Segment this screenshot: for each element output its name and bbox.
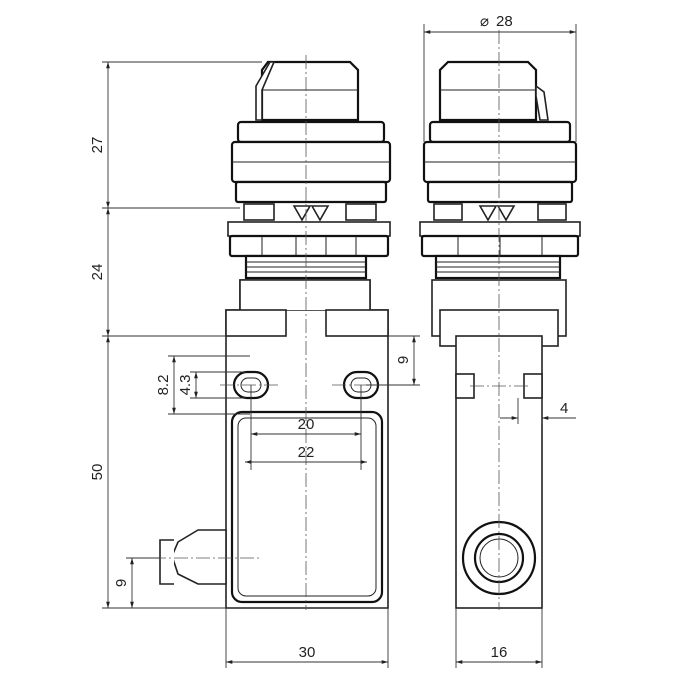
dim-label-diameter: 28: [496, 13, 513, 30]
front-actuator-knob: [255, 60, 360, 122]
front-head-collar: [230, 120, 392, 204]
dim-label-30: 30: [299, 644, 316, 661]
dim-label-27: 27: [89, 137, 106, 154]
dim-label-24: 24: [89, 264, 106, 281]
diameter-symbol: ⌀: [480, 13, 489, 30]
side-view: [419, 30, 581, 610]
dim-label-50: 50: [89, 464, 106, 481]
side-nut: [419, 221, 581, 258]
dim-label-9-cable: 9: [113, 579, 130, 587]
side-head-collar: [422, 120, 578, 204]
side-clips: [433, 203, 567, 222]
dim-label-4: 4: [560, 400, 568, 417]
dimension-lines: [102, 24, 577, 668]
front-nut: [227, 221, 391, 258]
front-view: [130, 55, 392, 610]
dim-label-8-2: 8.2: [155, 375, 172, 396]
dim-label-9-hole: 9: [395, 356, 412, 364]
dim-label-16: 16: [491, 644, 508, 661]
side-thread: [434, 254, 562, 280]
dim-label-22: 22: [298, 444, 315, 461]
dim-label-4-3: 4.3: [177, 375, 194, 396]
front-cable-gland: [159, 529, 227, 585]
front-clips: [243, 203, 377, 222]
side-actuator-knob: [438, 60, 549, 122]
dim-label-20: 20: [298, 416, 315, 433]
